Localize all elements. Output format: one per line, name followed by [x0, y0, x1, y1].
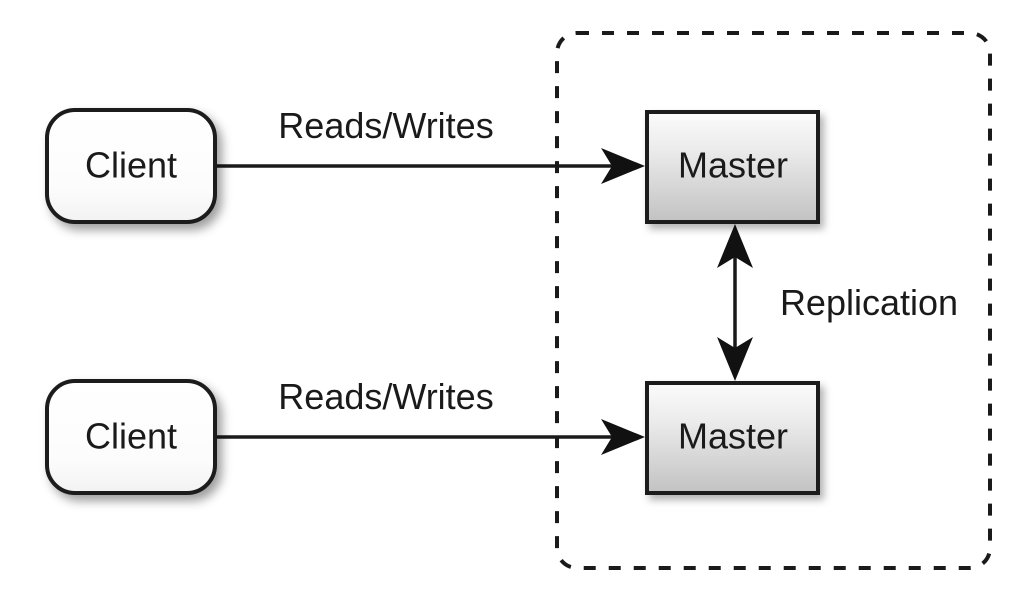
node-client-top[interactable]: Client: [45, 108, 217, 224]
node-master-bottom[interactable]: Master: [645, 381, 820, 495]
client-bottom-label: Client: [85, 416, 177, 457]
master-bottom-box[interactable]: [645, 381, 820, 495]
edge-client-bottom-to-master-bottom: [216, 419, 645, 455]
arrow-head-icon: [601, 419, 645, 455]
node-master-top[interactable]: Master: [645, 110, 820, 224]
client-top-label: Client: [85, 145, 177, 186]
edge-master-top-to-master-bottom: [717, 224, 753, 381]
arrow-head-icon: [601, 148, 645, 184]
edge-label-reads-writes-bottom: Reads/Writes: [278, 376, 493, 417]
client-top-box[interactable]: [45, 108, 217, 224]
node-client-bottom[interactable]: Client: [45, 379, 217, 495]
edge-label-replication: Replication: [780, 282, 958, 323]
master-top-label: Master: [678, 145, 788, 186]
arrow-head-down-icon: [717, 337, 753, 381]
arrow-head-up-icon: [717, 224, 753, 268]
client-bottom-box[interactable]: [45, 379, 217, 495]
master-bottom-label: Master: [678, 416, 788, 457]
edge-label-reads-writes-top: Reads/Writes: [278, 105, 493, 146]
edge-client-top-to-master-top: [216, 148, 645, 184]
master-top-box[interactable]: [645, 110, 820, 224]
